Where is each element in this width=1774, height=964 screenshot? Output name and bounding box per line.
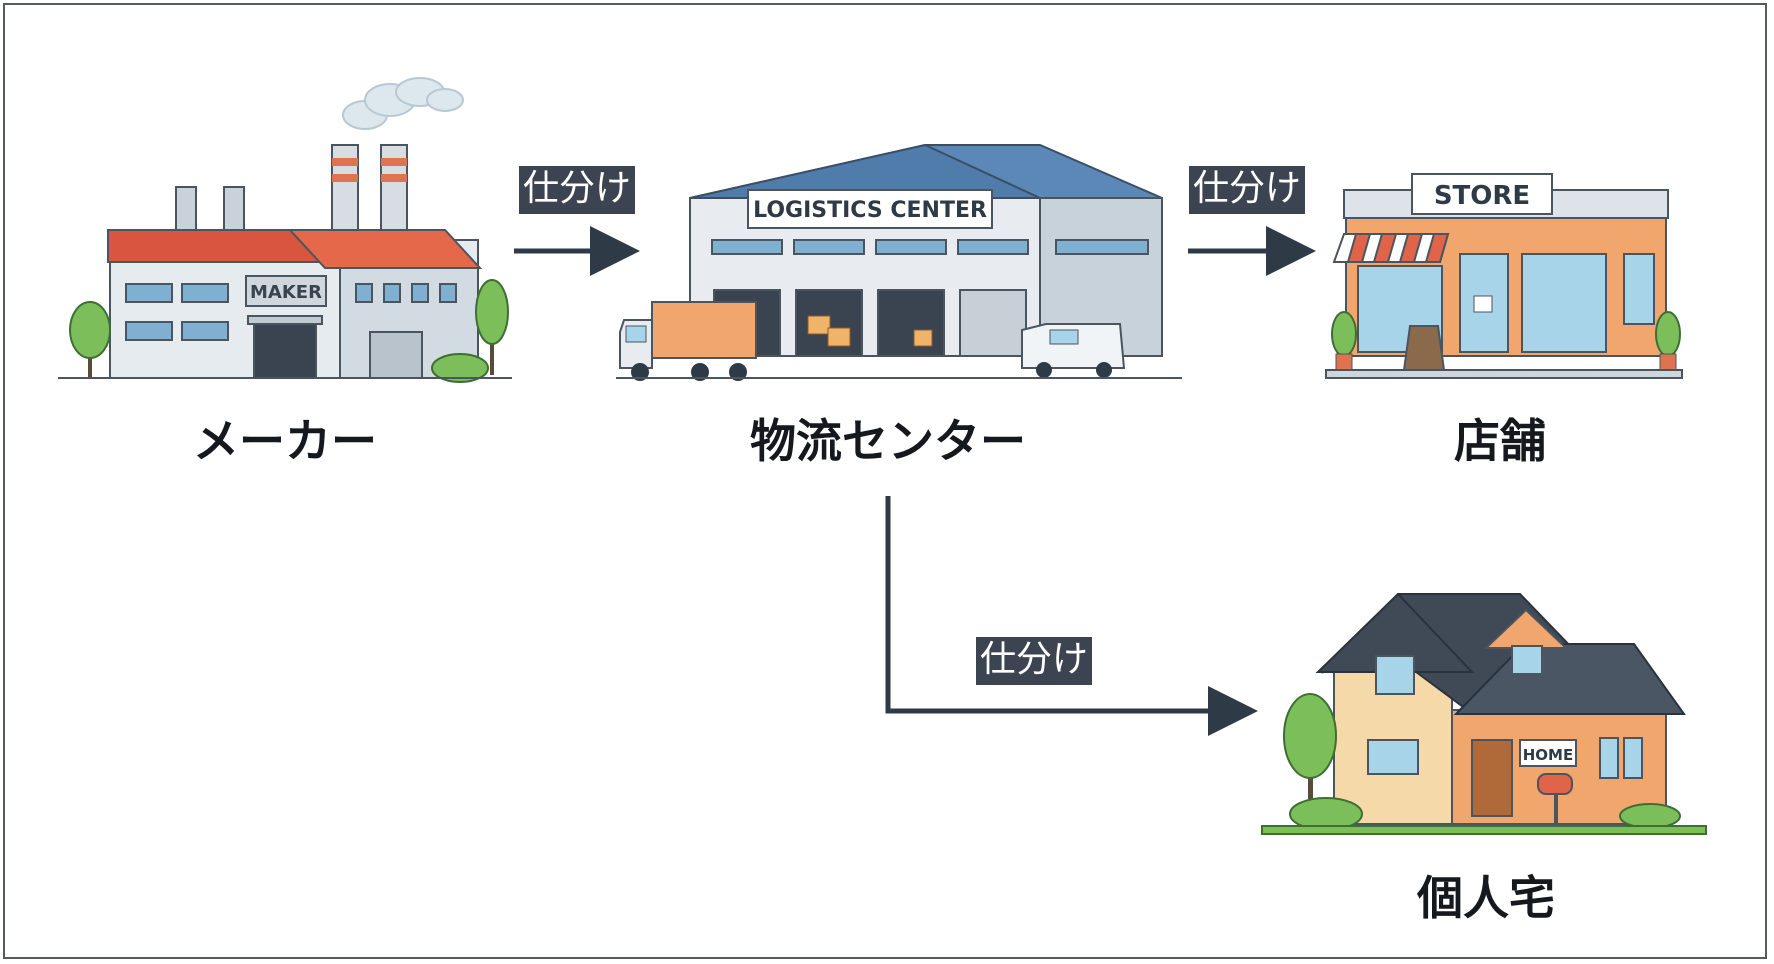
mailbox-icon: [1537, 773, 1573, 824]
edge-label-logistics-store: 仕分け: [1189, 166, 1306, 214]
store-icon: STORE: [1325, 173, 1683, 379]
van-icon: [1021, 323, 1126, 378]
smoke-icon: [342, 77, 464, 130]
home-sign: HOME: [1523, 746, 1573, 764]
node-label-home: 個人宅: [1417, 871, 1555, 925]
logistics-sign: LOGISTICS CENTER: [753, 198, 987, 223]
node-label-logistics: 物流センター: [750, 414, 1026, 468]
edge-label-logistics-home: 仕分け: [976, 637, 1093, 685]
maker-sign: MAKER: [250, 282, 322, 303]
store-sign: STORE: [1434, 181, 1530, 211]
edge-label-maker-logistics: 仕分け: [519, 166, 636, 214]
node-label-maker: メーカー: [193, 414, 377, 468]
tree-icon: [69, 301, 111, 378]
arrow-logistics-to-home: [885, 496, 1258, 736]
warehouse-icon: LOGISTICS CENTER: [616, 143, 1182, 381]
house-icon: HOME: [1261, 592, 1707, 835]
tree-icon: [475, 279, 509, 375]
node-label-store: 店舗: [1454, 414, 1546, 468]
tree-icon: [1283, 693, 1337, 824]
truck-icon: [619, 301, 757, 381]
factory-icon: MAKER: [58, 77, 512, 383]
